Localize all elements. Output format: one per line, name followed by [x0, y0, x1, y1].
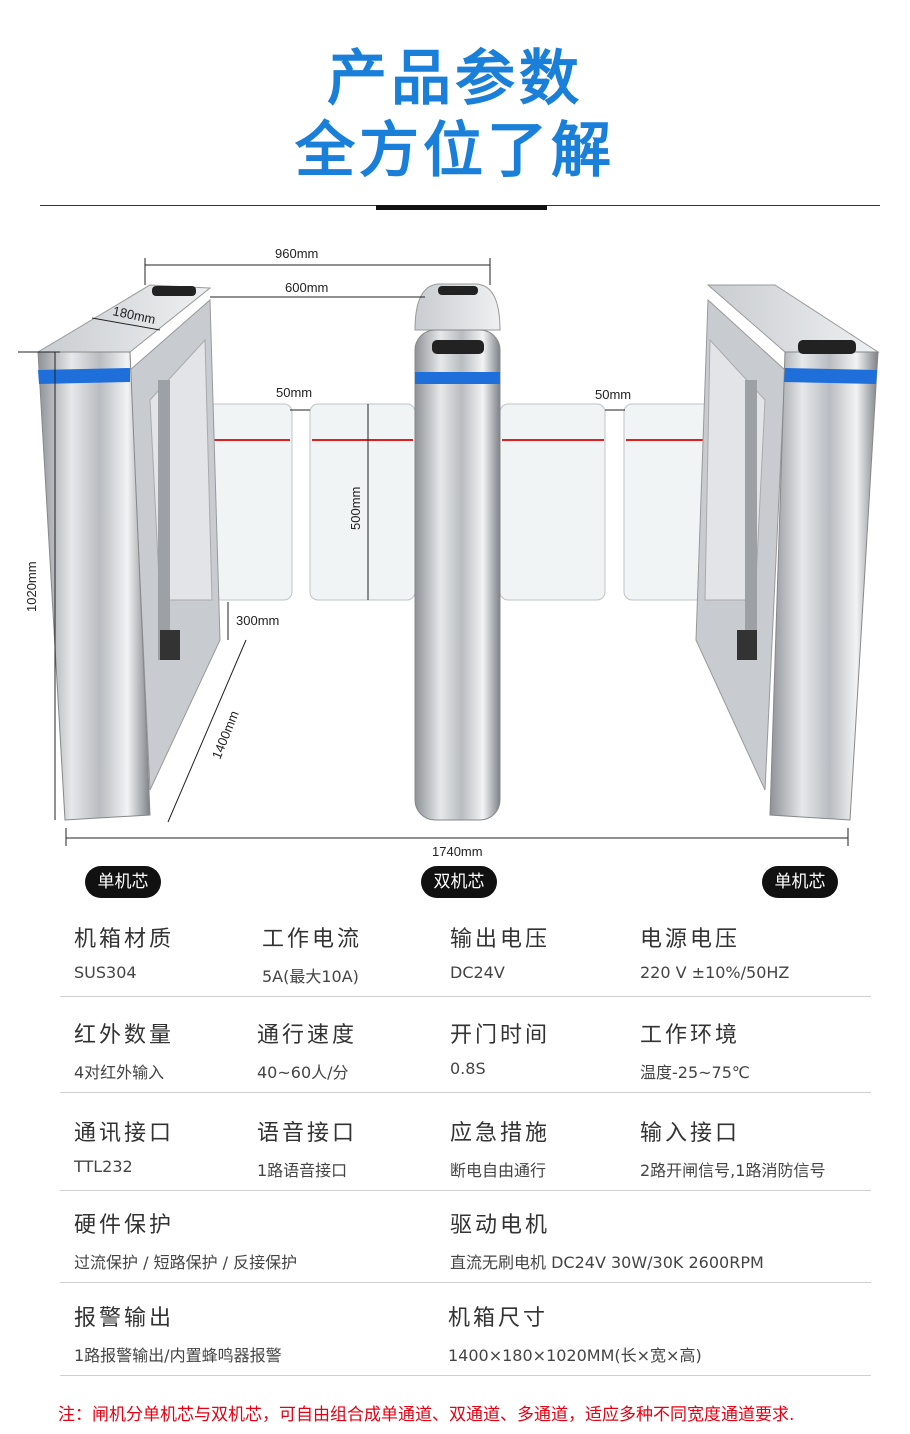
spec-label: 红外数量: [74, 1023, 175, 1048]
middle-turnstile: [414, 283, 501, 821]
spec-label: 报警输出: [74, 1306, 175, 1331]
dim-gap-left: 50mm: [276, 385, 312, 400]
spec-value: 1路语音接口: [257, 1161, 348, 1180]
spec-cell: 机箱材质 SUS304: [74, 921, 174, 982]
row-divider: [60, 996, 871, 997]
dimension-lines: [18, 258, 849, 846]
spec-label: 语音接口: [257, 1121, 358, 1146]
spec-value: DC24V: [450, 963, 505, 982]
spec-cell: 开门时间 0.8S: [450, 1017, 550, 1078]
spec-cell: 工作环境温度-25~75℃: [640, 1017, 750, 1083]
turnstile-product-image: 960mm 600mm 50mm 50mm 180mm 1020mm 500mm…: [18, 246, 880, 859]
page-title: 产品参数: [327, 44, 583, 114]
spec-label: 通讯接口: [74, 1121, 175, 1146]
spec-cell: 报警输出 1路报警输出/内置蜂鸣器报警: [74, 1300, 282, 1366]
spec-label: 开门时间: [450, 1023, 551, 1048]
spec-label: 应急措施: [450, 1121, 551, 1146]
right-turnstile: [695, 284, 880, 821]
spec-cell: 通讯接口 TTL232: [74, 1115, 174, 1176]
spec-value: 1400×180×1020MM(长×宽×高): [448, 1346, 702, 1365]
spec-cell: 机箱尺寸 1400×180×1020MM(长×宽×高): [448, 1300, 702, 1366]
spec-cell: 语音接口 1路语音接口: [257, 1115, 357, 1181]
row-divider: [60, 1282, 871, 1283]
spec-label: 机箱材质: [74, 927, 175, 952]
spec-value: 2路开闸信号,1路消防信号: [640, 1161, 826, 1180]
dim-length: 1400mm: [209, 709, 242, 762]
spec-value: 直流无刷电机 DC24V 30W/30K 2600RPM: [450, 1253, 764, 1272]
spec-value: 过流保护 / 短路保护 / 反接保护: [74, 1253, 298, 1272]
dim-ground-clearance: 300mm: [236, 613, 279, 628]
spec-label: 通行速度: [257, 1023, 358, 1048]
spec-value: 0.8S: [450, 1059, 486, 1078]
spec-cell: 工作电流 5A(最大10A): [262, 921, 362, 987]
spec-cell: 输入接口 2路开闸信号,1路消防信号: [640, 1115, 825, 1181]
spec-cell: 硬件保护过流保护 / 短路保护 / 反接保护: [74, 1207, 297, 1273]
spec-label: 机箱尺寸: [448, 1306, 549, 1331]
spec-cell: 驱动电机直流无刷电机 DC24V 30W/30K 2600RPM: [450, 1207, 764, 1273]
spec-value: 5A(最大10A): [262, 967, 359, 986]
spec-value: 1路报警输出/内置蜂鸣器报警: [74, 1346, 282, 1365]
spec-value: TTL232: [74, 1157, 133, 1176]
spec-cell: 输出电压 DC24V: [450, 921, 550, 982]
spec-value: 4对红外输入: [74, 1063, 165, 1082]
spec-cell: 应急措施断电自由通行: [450, 1115, 550, 1181]
spec-cell: 通行速度 40~60人/分: [257, 1017, 357, 1083]
row-divider: [60, 1092, 871, 1093]
row-divider: [60, 1190, 871, 1191]
dim-lane-width: 600mm: [285, 280, 328, 295]
page-subtitle: 全方位了解: [295, 116, 615, 186]
badge-single-core-left: 单机芯: [85, 866, 161, 898]
spec-cell: 电源电压 220 V ±10%/50HZ: [640, 921, 789, 982]
spec-label: 工作环境: [640, 1023, 741, 1048]
row-divider: [60, 1375, 871, 1376]
divider-accent: [376, 205, 547, 210]
spec-label: 输入接口: [640, 1121, 741, 1146]
dim-total-width: 1740mm: [432, 844, 483, 859]
left-turnstile: [36, 284, 221, 821]
dim-overall-span: 960mm: [275, 246, 318, 261]
spec-value: 温度-25~75℃: [640, 1063, 750, 1082]
spec-label: 工作电流: [262, 927, 363, 952]
dim-gap-right: 50mm: [595, 387, 631, 402]
dim-height: 1020mm: [24, 561, 39, 612]
footnote: 注：闸机分单机芯与双机芯，可自由组合成单通道、双通道、多通道，适应多种不同宽度通…: [58, 1405, 795, 1425]
spec-value: 40~60人/分: [257, 1063, 349, 1082]
spec-label: 输出电压: [450, 927, 551, 952]
spec-value: SUS304: [74, 963, 137, 982]
spec-label: 硬件保护: [74, 1213, 175, 1238]
spec-value: 220 V ±10%/50HZ: [640, 963, 790, 982]
badge-single-core-right: 单机芯: [762, 866, 838, 898]
spec-label: 电源电压: [640, 927, 741, 952]
spec-cell: 红外数量 4对红外输入: [74, 1017, 174, 1083]
dim-panel-height: 500mm: [348, 487, 363, 530]
spec-value: 断电自由通行: [450, 1161, 547, 1180]
badge-double-core: 双机芯: [421, 866, 497, 898]
spec-label: 驱动电机: [450, 1213, 551, 1238]
